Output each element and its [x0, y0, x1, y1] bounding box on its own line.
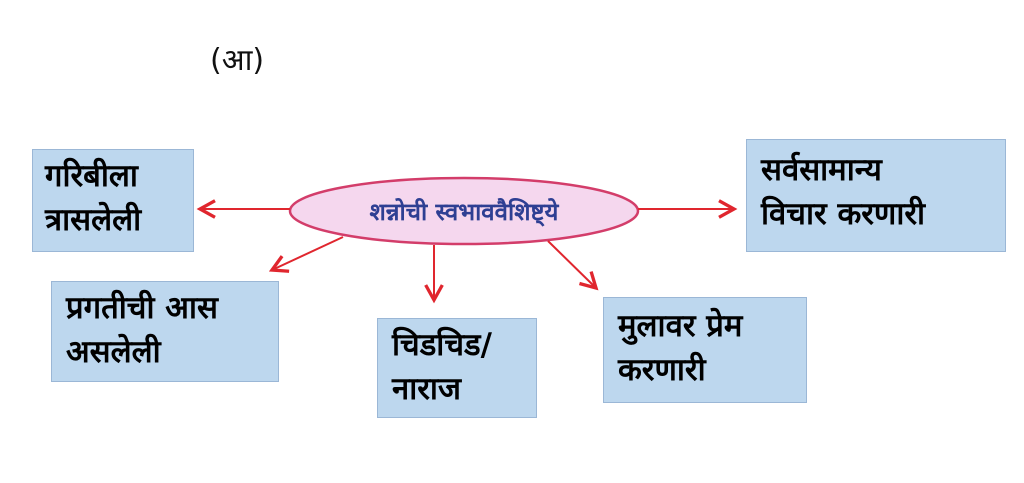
trait-box-pragatichi: प्रगतीची आस असलेली: [51, 281, 279, 382]
center-title: शन्नोची स्वभाववैशिष्ट्ये: [369, 197, 559, 226]
trait-line: प्रगतीची आस: [66, 290, 218, 326]
trait-line: सर्वसामान्य: [761, 152, 882, 188]
trait-line: त्रासलेली: [45, 202, 142, 238]
trait-box-mulavar: मुलावर प्रेम करणारी: [603, 297, 807, 403]
arrow-to-pragatichi: [272, 236, 344, 270]
trait-line: गरिबीला: [45, 158, 138, 194]
trait-line: नाराज: [392, 371, 461, 407]
trait-line: मुलावर प्रेम: [618, 308, 743, 344]
trait-box-garibila: गरिबीला त्रासलेली: [32, 149, 194, 252]
trait-line: करणारी: [618, 352, 706, 388]
center-ellipse: [288, 176, 640, 246]
trait-line: विचार करणारी: [761, 196, 926, 232]
trait-line: असलेली: [66, 334, 161, 370]
figure-label: (आ): [210, 43, 265, 78]
trait-box-chidchid: चिडचिड/ नाराज: [377, 318, 537, 418]
trait-box-sarvasamanya: सर्वसामान्य विचार करणारी: [746, 139, 1006, 252]
trait-line: चिडचिड/: [392, 327, 492, 363]
arrow-to-mulavar: [547, 240, 596, 288]
